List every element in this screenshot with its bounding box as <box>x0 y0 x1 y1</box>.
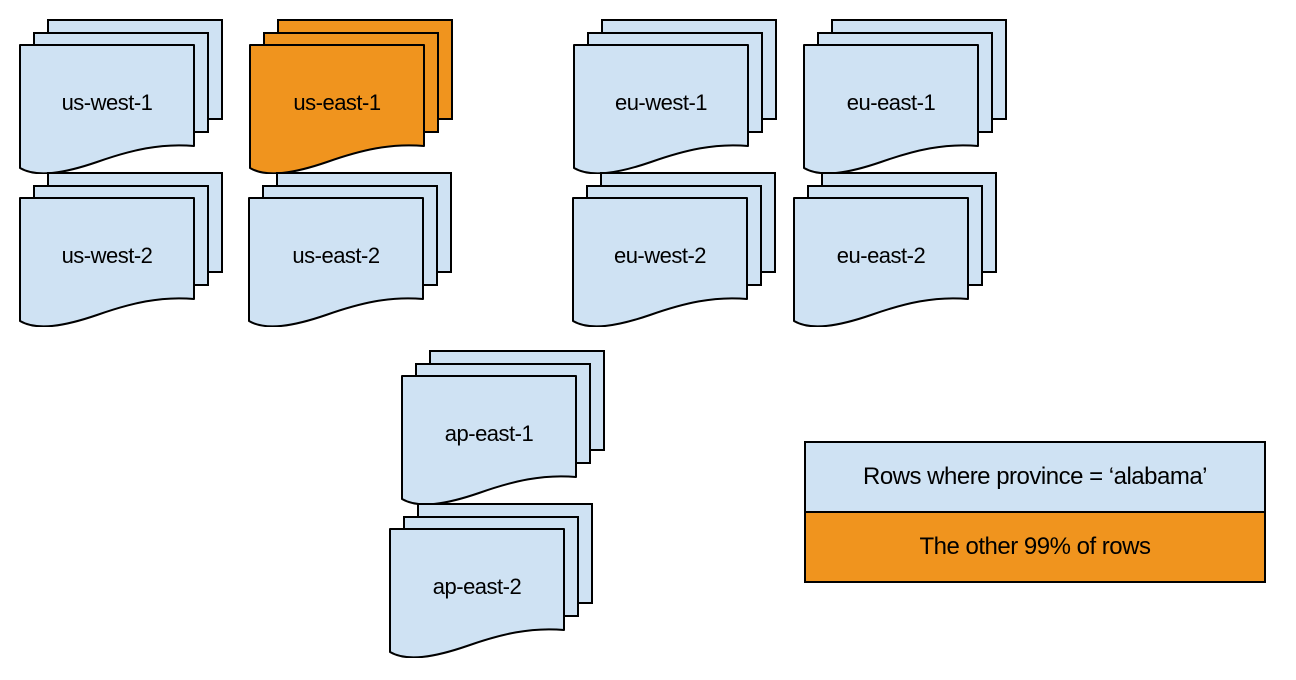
document-front-page-icon <box>389 528 565 658</box>
legend-label-other: The other 99% of rows <box>919 533 1151 560</box>
document-stack-ap-east-2: ap-east-2 <box>389 503 595 659</box>
region-label: eu-east-1 <box>846 90 936 115</box>
legend-label-alabama: Rows where province = ‘alabama’ <box>862 463 1208 490</box>
document-stack-eu-west-2: eu-west-2 <box>572 172 778 328</box>
document-front-page-icon <box>19 197 195 327</box>
document-front-page-icon <box>803 44 979 174</box>
legend: Rows where province = ‘alabama’ The othe… <box>804 441 1266 583</box>
region-label: eu-west-2 <box>613 243 707 268</box>
document-front-page-icon <box>793 197 969 327</box>
document-stack-us-west-2: us-west-2 <box>19 172 225 328</box>
document-stack-us-east-2: us-east-2 <box>248 172 454 328</box>
region-label: us-east-1 <box>293 90 381 115</box>
document-front-page-icon <box>572 197 748 327</box>
document-front-page-icon <box>19 44 195 174</box>
document-stack-eu-east-2: eu-east-2 <box>793 172 999 328</box>
legend-row-other: The other 99% of rows <box>806 511 1264 581</box>
document-stack-us-east-1: us-east-1 <box>249 19 455 175</box>
document-stack-us-west-1: us-west-1 <box>19 19 225 175</box>
region-label: ap-east-2 <box>432 574 522 599</box>
region-label: ap-east-1 <box>444 421 534 446</box>
region-label: eu-east-2 <box>836 243 926 268</box>
region-label: us-east-2 <box>292 243 380 268</box>
region-label: eu-west-1 <box>614 90 708 115</box>
document-front-page-icon <box>248 197 424 327</box>
document-stack-eu-east-1: eu-east-1 <box>803 19 1009 175</box>
legend-row-alabama: Rows where province = ‘alabama’ <box>806 443 1264 511</box>
document-stack-ap-east-1: ap-east-1 <box>401 350 607 506</box>
region-label: us-west-1 <box>61 90 153 115</box>
document-stack-eu-west-1: eu-west-1 <box>573 19 779 175</box>
document-front-page-icon <box>401 375 577 505</box>
document-front-page-icon <box>573 44 749 174</box>
document-front-page-icon <box>249 44 425 174</box>
region-label: us-west-2 <box>61 243 153 268</box>
